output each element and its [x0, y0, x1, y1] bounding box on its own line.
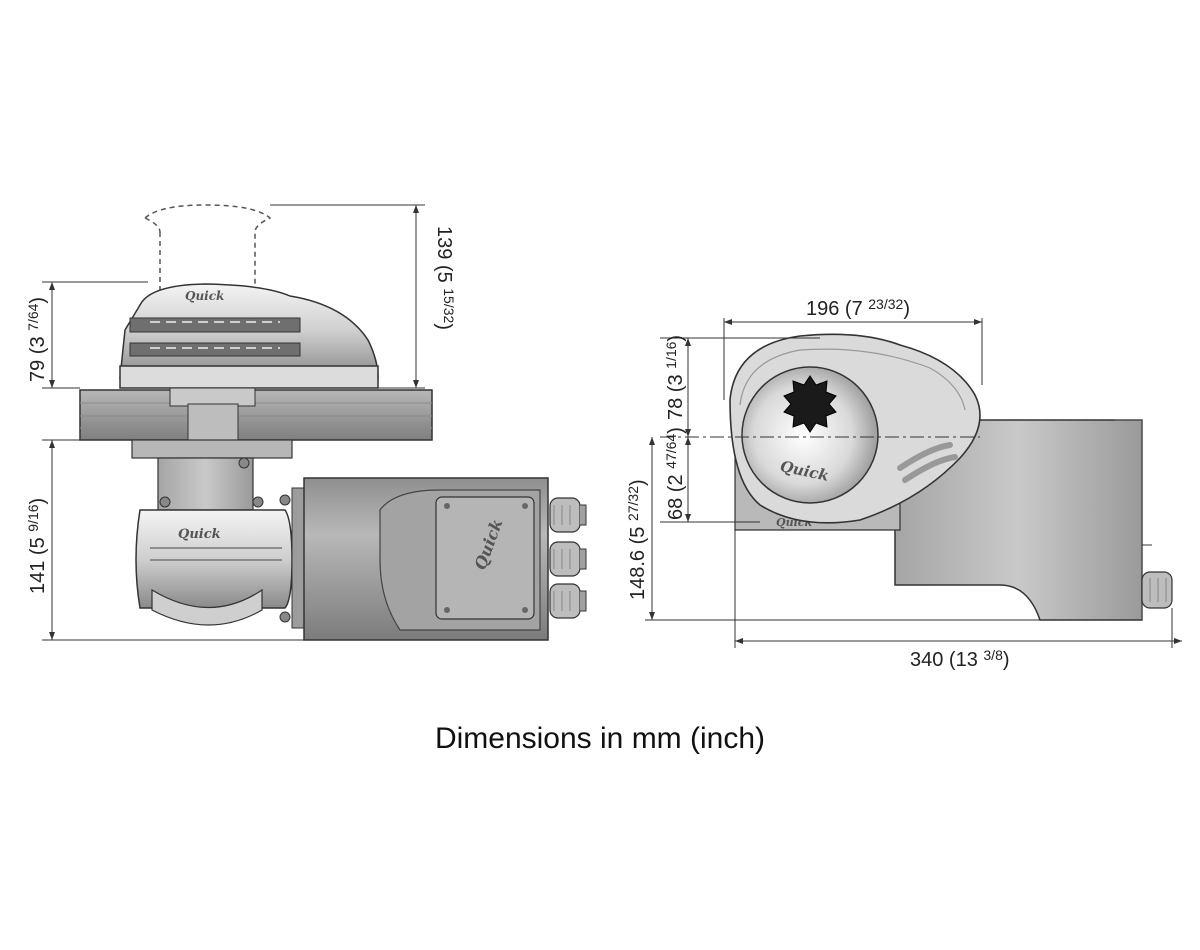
top-motor-housing	[894, 419, 1173, 621]
dim-total-height: 139 (5 15/32)	[433, 226, 457, 330]
side-dimension-lines	[42, 204, 425, 641]
cable-glands	[549, 497, 587, 619]
removed-cap-outline	[144, 204, 272, 290]
side-view: Quick Quick	[25, 204, 587, 641]
top-drum	[741, 366, 879, 504]
deck-plate	[79, 389, 433, 441]
dim-width: 196 (7 23/32)	[806, 296, 910, 320]
caption: Dimensions in mm (inch)	[434, 722, 766, 755]
shaft-assembly	[131, 387, 293, 511]
top-cable-gland	[1141, 571, 1173, 609]
dim-below-deck: 141 (5 9/16)	[25, 498, 49, 594]
top-view: Quick Quick	[625, 296, 1182, 671]
brand-logo-top: Quick	[185, 289, 224, 303]
motor-cover-plate	[435, 496, 535, 620]
brand-logo-gearbox: Quick	[178, 527, 221, 542]
socket-star-icon	[783, 375, 837, 433]
dim-depth: 148.6 (5 27/32)	[625, 479, 649, 600]
dim-lower: 68 (2 47/64)	[663, 427, 687, 520]
dim-above-deck: 79 (3 7/64)	[25, 297, 49, 382]
gearbox: Quick	[135, 494, 293, 626]
top-dimension-lines	[645, 318, 1182, 648]
dim-length: 340 (13 3/8)	[910, 647, 1010, 671]
dim-upper: 78 (3 1/16)	[663, 335, 687, 420]
motor-body: Quick	[291, 477, 549, 641]
windlass-top: Quick	[119, 283, 379, 389]
